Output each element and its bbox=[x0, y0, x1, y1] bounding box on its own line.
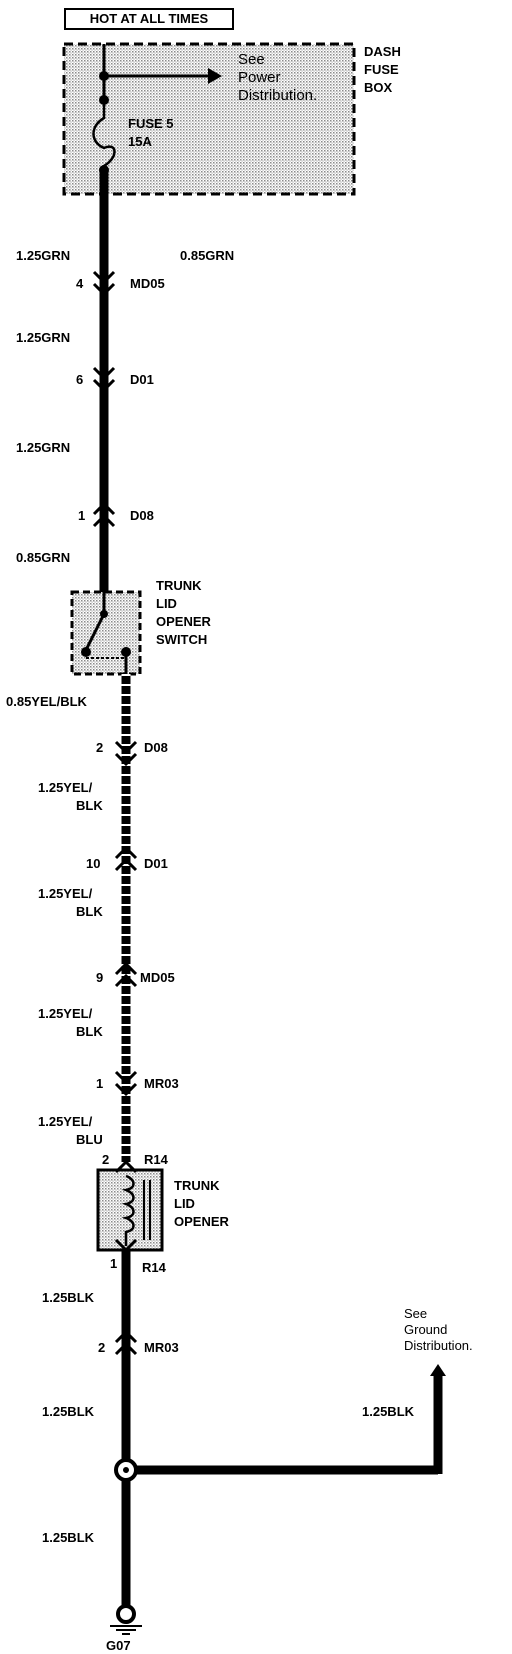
opener-label-2: LID bbox=[174, 1196, 195, 1211]
wire-label: 1.25BLK bbox=[42, 1530, 95, 1545]
opener-label-3: OPENER bbox=[174, 1214, 229, 1229]
connector-chevron bbox=[92, 366, 116, 393]
power-ref-1: See bbox=[238, 51, 265, 68]
connector-chevron bbox=[114, 1329, 138, 1356]
wire-label: 1.25YEL/ bbox=[38, 1114, 93, 1129]
trunk-lid-opener-switch-box bbox=[70, 590, 142, 676]
wire-label: 1.25GRN bbox=[16, 330, 71, 345]
wire-label: 0.85YEL/BLK bbox=[6, 694, 87, 709]
connector-chevron bbox=[114, 740, 138, 767]
switch-label-4: SWITCH bbox=[156, 632, 208, 647]
ground-terminal bbox=[116, 1604, 136, 1624]
power-arrow-head bbox=[208, 68, 222, 84]
switch-label-2: LID bbox=[156, 596, 177, 611]
wire-label: 1.25GRN bbox=[16, 248, 71, 263]
power-ref-2: Power bbox=[238, 69, 281, 86]
connector-name: D01 bbox=[130, 372, 154, 387]
wire-label: 0.85GRN bbox=[180, 248, 235, 263]
connector-pin: 2 bbox=[98, 1340, 106, 1355]
wire-label: 1.25BLK bbox=[42, 1404, 95, 1419]
wire-label: BLK bbox=[76, 798, 103, 813]
connector-pin: 10 bbox=[86, 856, 101, 871]
ground-ref-1: See bbox=[404, 1306, 428, 1321]
ground-ref-arrow bbox=[430, 1364, 446, 1376]
wire-label: 1.25GRN bbox=[16, 440, 71, 455]
switch-contact bbox=[81, 647, 91, 657]
hot-at-all-times-label: HOT AT ALL TIMES bbox=[64, 8, 234, 30]
solenoid-coil bbox=[121, 1174, 135, 1246]
connector-pin: 1 bbox=[96, 1076, 104, 1091]
connector-name: MR03 bbox=[144, 1076, 179, 1091]
connector-name: D08 bbox=[130, 508, 154, 523]
switch-label-1: TRUNK bbox=[156, 578, 202, 593]
connector-pin: 2 bbox=[102, 1152, 110, 1167]
ground-splice-center bbox=[123, 1467, 129, 1473]
ground-ref-3: Distribution. bbox=[404, 1338, 473, 1353]
fuse-symbol bbox=[92, 100, 116, 170]
connector-name: MD05 bbox=[130, 276, 165, 291]
switch-label-3: OPENER bbox=[156, 614, 211, 629]
connector-name: MR03 bbox=[144, 1340, 179, 1355]
wire-label: 1.25BLK bbox=[42, 1290, 95, 1305]
wire-label: 1.25YEL/ bbox=[38, 780, 93, 795]
connector-pin: 6 bbox=[76, 372, 84, 387]
wire-label: BLK bbox=[76, 1024, 103, 1039]
wire-label: 0.85GRN bbox=[16, 550, 71, 565]
connector-pin: 4 bbox=[76, 276, 84, 291]
connector-name: D08 bbox=[144, 740, 168, 755]
connector-chevron bbox=[114, 961, 138, 988]
fuse-name: FUSE 5 bbox=[128, 116, 174, 131]
trunk-lid-opener-box bbox=[96, 1168, 164, 1252]
connector-chevron bbox=[114, 845, 138, 872]
connector-pin: 2 bbox=[96, 740, 104, 755]
connector-pin: 9 bbox=[96, 970, 104, 985]
ground-label: G07 bbox=[106, 1638, 131, 1653]
connector-chevron bbox=[114, 1159, 138, 1174]
fuse-rating: 15A bbox=[128, 134, 152, 149]
wire-label: BLK bbox=[76, 904, 103, 919]
power-ref-3: Distribution. bbox=[238, 87, 318, 104]
connector-chevron bbox=[114, 1070, 138, 1097]
wire-label: 1.25BLK bbox=[362, 1404, 415, 1419]
wire-label: 1.25YEL/ bbox=[38, 1006, 93, 1021]
opener-label-1: TRUNK bbox=[174, 1178, 220, 1193]
fuse-box-label-1: DASH bbox=[364, 44, 401, 59]
fuse-box-label-3: BOX bbox=[364, 80, 393, 95]
connector-pin: 1 bbox=[78, 508, 86, 523]
connector-pin: 1 bbox=[110, 1256, 118, 1271]
wire-label: 1.25YEL/ bbox=[38, 886, 93, 901]
switch-blade bbox=[84, 613, 106, 651]
connector-name: D01 bbox=[144, 856, 168, 871]
fuse-box-label-2: FUSE bbox=[364, 62, 399, 77]
connector-name: R14 bbox=[142, 1260, 166, 1275]
wire-label: BLU bbox=[76, 1132, 103, 1147]
connector-chevron bbox=[92, 270, 116, 297]
connector-name: R14 bbox=[144, 1152, 168, 1167]
ground-ref-2: Ground bbox=[404, 1322, 448, 1337]
connector-name: MD05 bbox=[140, 970, 175, 985]
connector-chevron bbox=[92, 501, 116, 528]
